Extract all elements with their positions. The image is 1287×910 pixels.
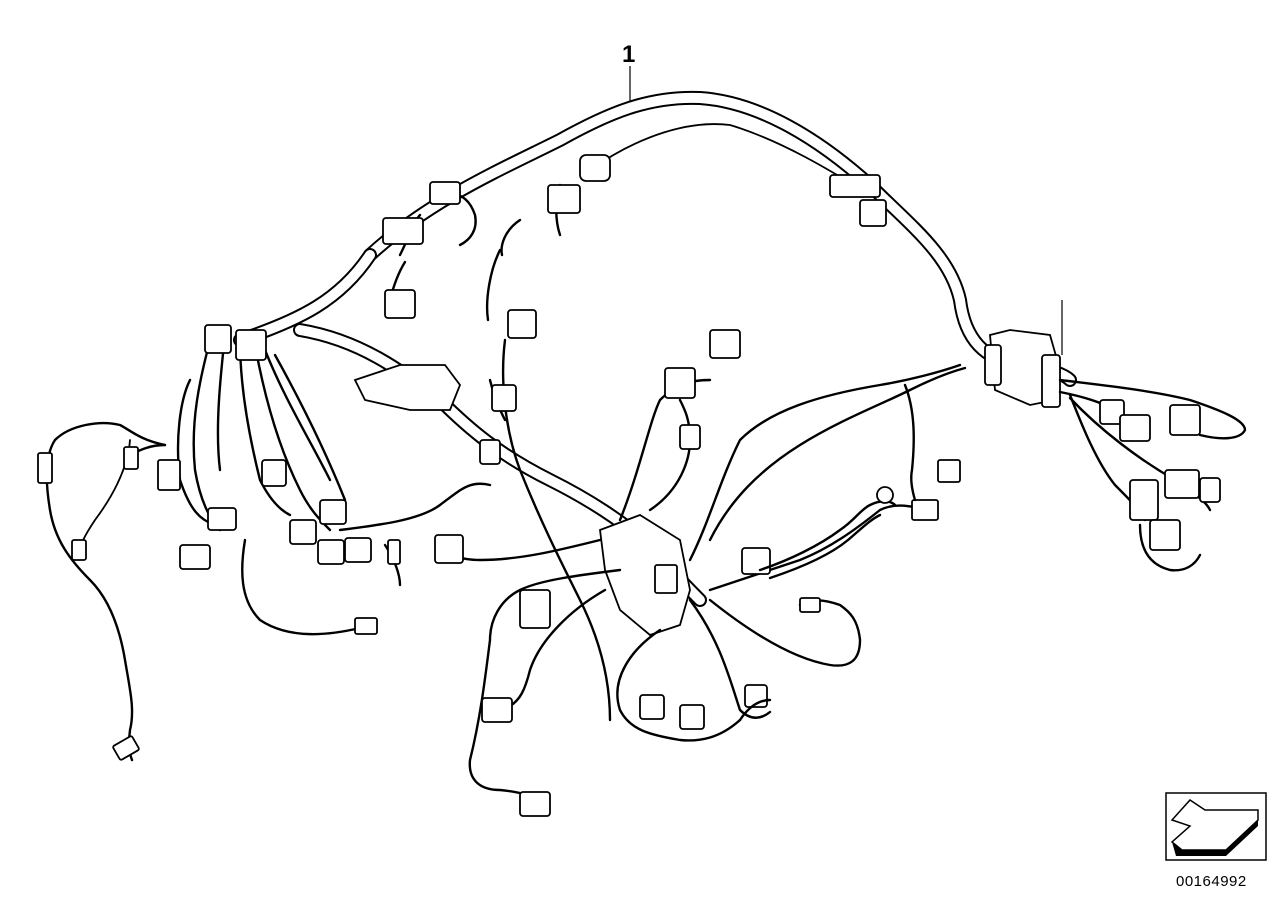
lower-left-pigtail [179, 507, 378, 636]
ground-strap [758, 486, 897, 580]
callout-label: 1 [622, 41, 635, 68]
injector-connectors [204, 324, 372, 565]
lower-left-connector-b [207, 507, 237, 531]
lower-right-branch [738, 698, 772, 722]
central-connectors [434, 309, 961, 817]
middle-branch [338, 482, 492, 587]
lower-left-connector-a [179, 544, 211, 570]
left-cluster-connector [157, 459, 181, 491]
left-connector-2 [123, 446, 139, 470]
right-bulkhead [984, 300, 1247, 572]
top-inner-wire [589, 123, 871, 196]
lower-left-pigtail-connector [354, 617, 378, 635]
trunk-connectors [500, 154, 887, 257]
right-drop-wire [903, 383, 917, 502]
central-junction [353, 364, 691, 637]
upper-left-connectors [382, 181, 477, 319]
left-connector-1 [37, 452, 53, 484]
left-arrow-icon [1165, 792, 1267, 861]
left-branch [37, 421, 181, 762]
central-lower-wires [443, 248, 967, 802]
left-end-connector [112, 735, 140, 761]
left-wire-cluster [128, 333, 347, 532]
reference-number: 00164992 [1176, 873, 1247, 890]
left-connector-3 [71, 539, 87, 561]
